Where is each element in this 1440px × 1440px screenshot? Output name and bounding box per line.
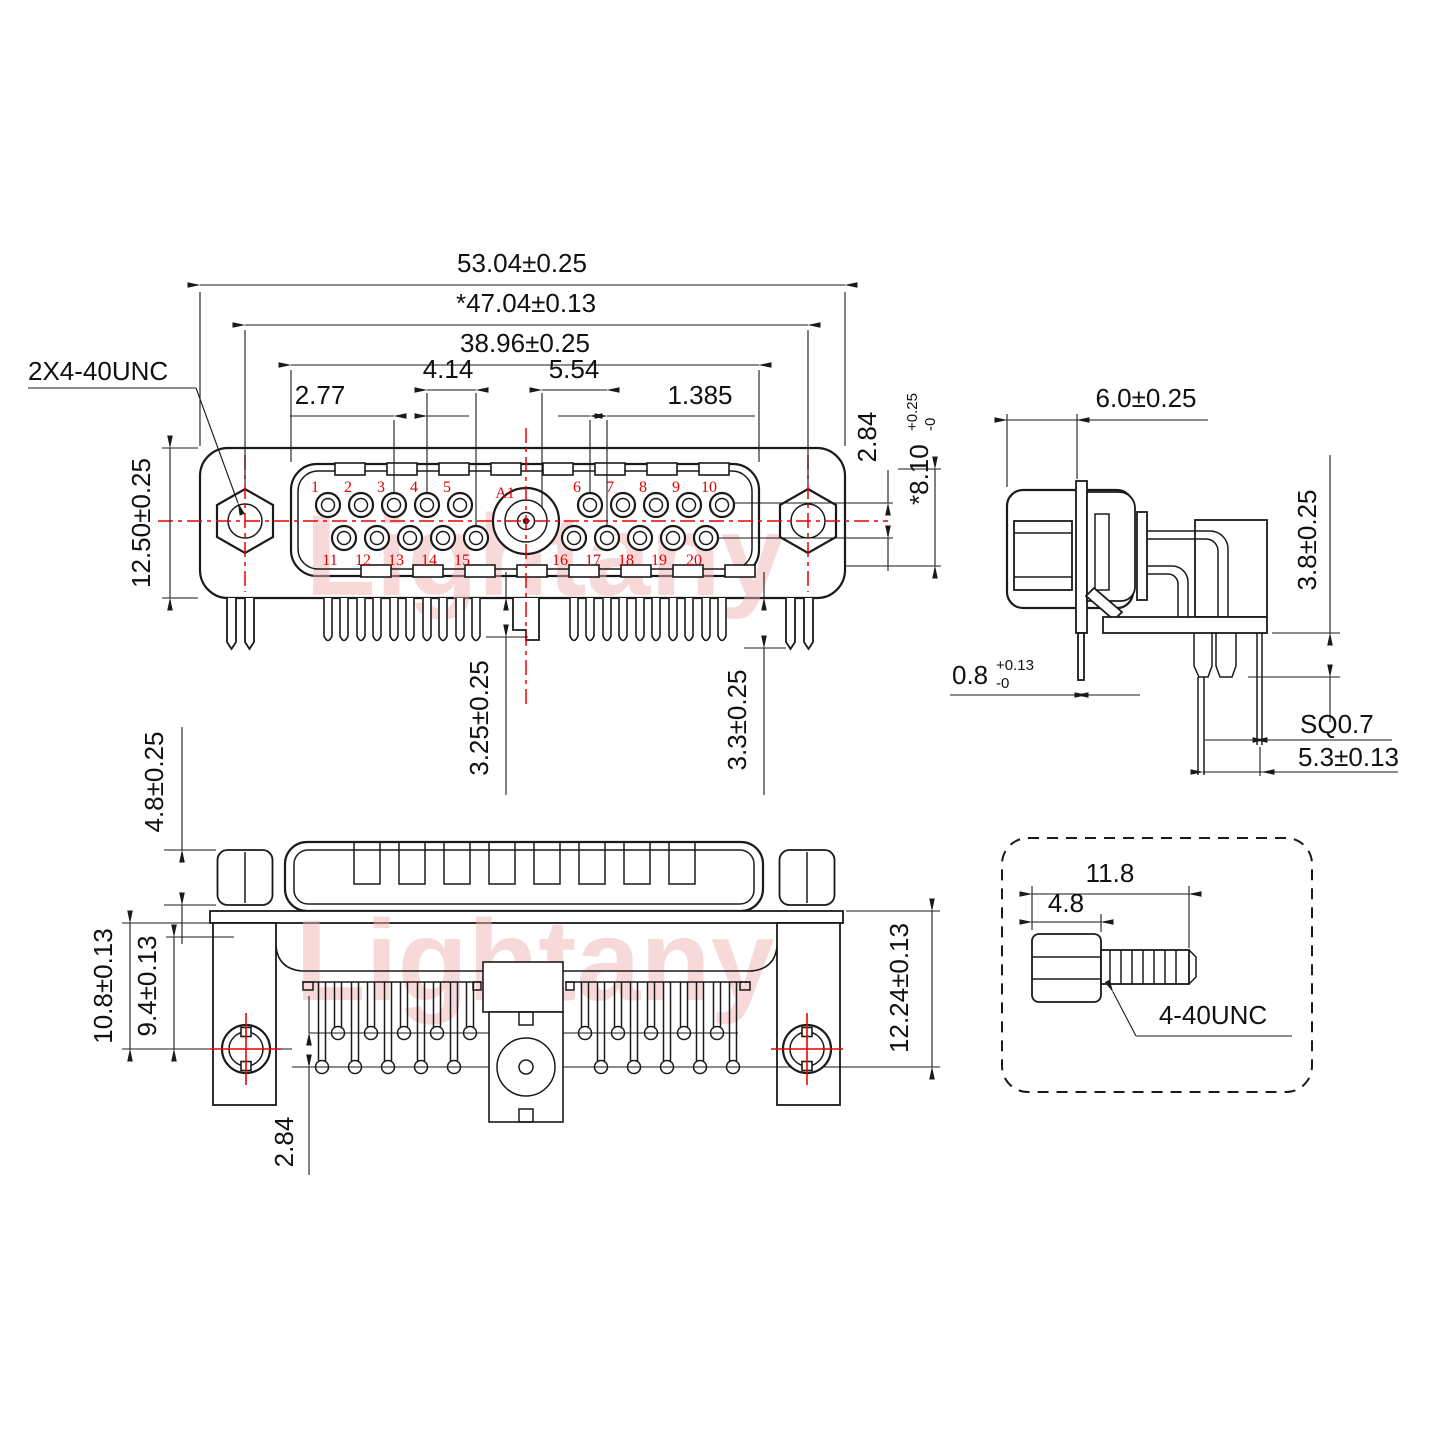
side-solder-pins [1197,633,1263,775]
side-standoff-peg [1193,633,1213,678]
bottom-hex-standoff-left [216,849,274,906]
svg-text:13: 13 [388,552,404,569]
svg-text:6: 6 [573,479,581,496]
side-flange-tail [1077,632,1085,681]
svg-text:15: 15 [454,552,470,569]
dim-face-width: 38.96±0.25 [460,328,590,358]
side-bracket-bar [1102,616,1268,634]
svg-text:-0: -0 [922,418,939,431]
svg-text:+0.25: +0.25 [904,393,921,431]
svg-text:10: 10 [701,479,717,496]
bottom-coax-pad [488,1011,564,1123]
dim-bottom-row-gap: 2.84 [269,1117,299,1168]
dim-row-gap: 2.84 [852,412,882,463]
dim-hole-offset-inner: 9.4±0.13 [132,935,162,1036]
svg-text:9: 9 [672,479,680,496]
side-view: 6.0±0.25 3.8±0.25 0.8 +0.13 -0 SQ0.7 5.3… [950,383,1399,776]
bottom-flange [209,910,844,924]
svg-text:12: 12 [355,552,371,569]
bottom-coax-block-upper [482,961,564,1013]
thread-callout: 2X4-40UNC [28,356,168,386]
dim-flange-thickness: 0.8 [952,660,988,690]
side-bent-pins [1147,530,1229,617]
svg-text:7: 7 [606,479,614,496]
dim-coax-depth: *8.10 +0.25 -0 [904,393,939,505]
svg-text:1: 1 [311,479,319,496]
dim-overall-width: 53.04±0.25 [457,248,587,278]
dim-414: 4.14 [423,354,474,384]
svg-text:*8.10: *8.10 [904,444,934,505]
side-rear-insulator [1194,519,1268,618]
bottom-bracket-left [212,922,277,1106]
side-body [1086,491,1136,602]
screw-drawing [1031,933,1197,1003]
dim-screw-length: 11.8 [1086,858,1135,888]
svg-text:20: 20 [686,552,702,569]
dim-height: 12.50±0.25 [126,458,156,588]
dim-bottom-depth: 12.24±0.13 [884,923,914,1053]
dim-standoff: 3.8±0.25 [1292,489,1322,590]
front-view: Lightany 53.04±0.25 *47. [28,248,941,795]
side-bracket-strut [1084,586,1124,622]
dim-nut-height: 4.8±0.25 [139,731,169,832]
bottom-dimensions: 4.8±0.25 10.8±0.13 9.4±0.13 2.84 12.24±0… [88,727,940,1175]
dim-depth: 6.0±0.25 [1095,383,1196,413]
screw-detail: 11.8 4.8 4-40UNC [1001,837,1313,1093]
dim-hole-offset-outer: 10.8±0.13 [88,928,118,1043]
dim-pin-depth: 3.25±0.25 [464,660,494,775]
svg-text:17: 17 [585,552,601,569]
detail-frame [1001,837,1313,1093]
svg-text:2: 2 [344,479,352,496]
svg-text:3: 3 [377,479,385,496]
pin-label-a1: A1 [495,485,515,502]
dim-leg-depth: 3.3±0.25 [722,669,752,770]
svg-text:5: 5 [443,479,451,496]
dim-277: 2.77 [295,380,346,410]
dim-mount-span: *47.04±0.13 [456,288,596,318]
svg-text:18: 18 [618,552,634,569]
screw-thread-callout: 4-40UNC [1159,1000,1267,1030]
side-hex-standoff [1013,520,1073,591]
svg-text:11: 11 [322,552,337,569]
dim-pin-spacing: 5.3±0.13 [1298,742,1399,772]
svg-text:19: 19 [651,552,667,569]
svg-text:16: 16 [552,552,568,569]
svg-text:+0.13: +0.13 [996,657,1034,674]
dim-1385: 1.385 [667,380,732,410]
svg-text:4: 4 [410,479,418,496]
dim-pin-square: SQ0.7 [1300,709,1374,739]
pin-numbers: 1 2 3 4 5 6 7 8 9 10 11 12 13 14 15 16 1… [311,479,717,569]
svg-text:8: 8 [639,479,647,496]
dim-554: 5.54 [549,354,600,384]
side-flange [1075,480,1088,634]
dim-screw-head: 4.8 [1048,888,1084,918]
side-dimensions: 6.0±0.25 3.8±0.25 0.8 +0.13 -0 SQ0.7 5.3… [950,383,1399,776]
svg-text:14: 14 [421,552,437,569]
bottom-view: Lightany 4.8±0.25 10.8±0.13 9.4±0.13 [88,727,940,1175]
svg-text:-0: -0 [996,675,1009,692]
bottom-hex-standoff-right [778,849,836,906]
front-dimensions: 53.04±0.25 *47.04±0.13 38.96±0.25 4.14 5… [28,248,941,795]
bottom-bracket-right [776,922,841,1106]
